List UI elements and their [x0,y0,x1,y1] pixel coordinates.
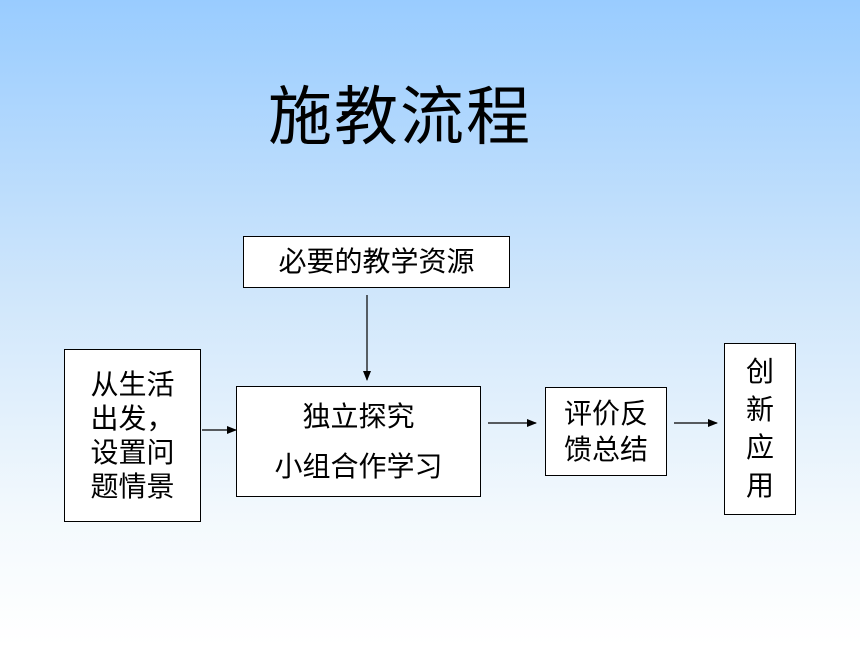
node-start-line: 设置问 [90,435,175,469]
node-apply-char: 创 [745,355,774,388]
node-start-from-life: 从生活 出发， 设置问 题情景 [64,349,201,522]
node-explore-line: 小组合作学习 [274,449,443,483]
node-apply-char: 应 [745,431,774,464]
node-teaching-resources-text: 必要的教学资源 [278,245,475,278]
node-evaluation-feedback: 评价反 馈总结 [545,387,667,476]
node-innovative-application: 创 新 应 用 [724,343,796,515]
node-teaching-resources: 必要的教学资源 [243,236,510,288]
node-feedback-line: 馈总结 [563,432,648,466]
node-start-line: 题情景 [90,469,175,503]
node-start-line: 出发， [90,401,175,435]
node-feedback-line: 评价反 [563,396,648,430]
node-explore-line: 独立探究 [302,399,415,433]
slide-title: 施教流程 [268,81,532,155]
node-start-line: 从生活 [90,367,175,401]
node-independent-group-study: 独立探究 小组合作学习 [236,386,481,497]
node-apply-char: 用 [745,469,774,502]
node-apply-char: 新 [745,393,774,426]
